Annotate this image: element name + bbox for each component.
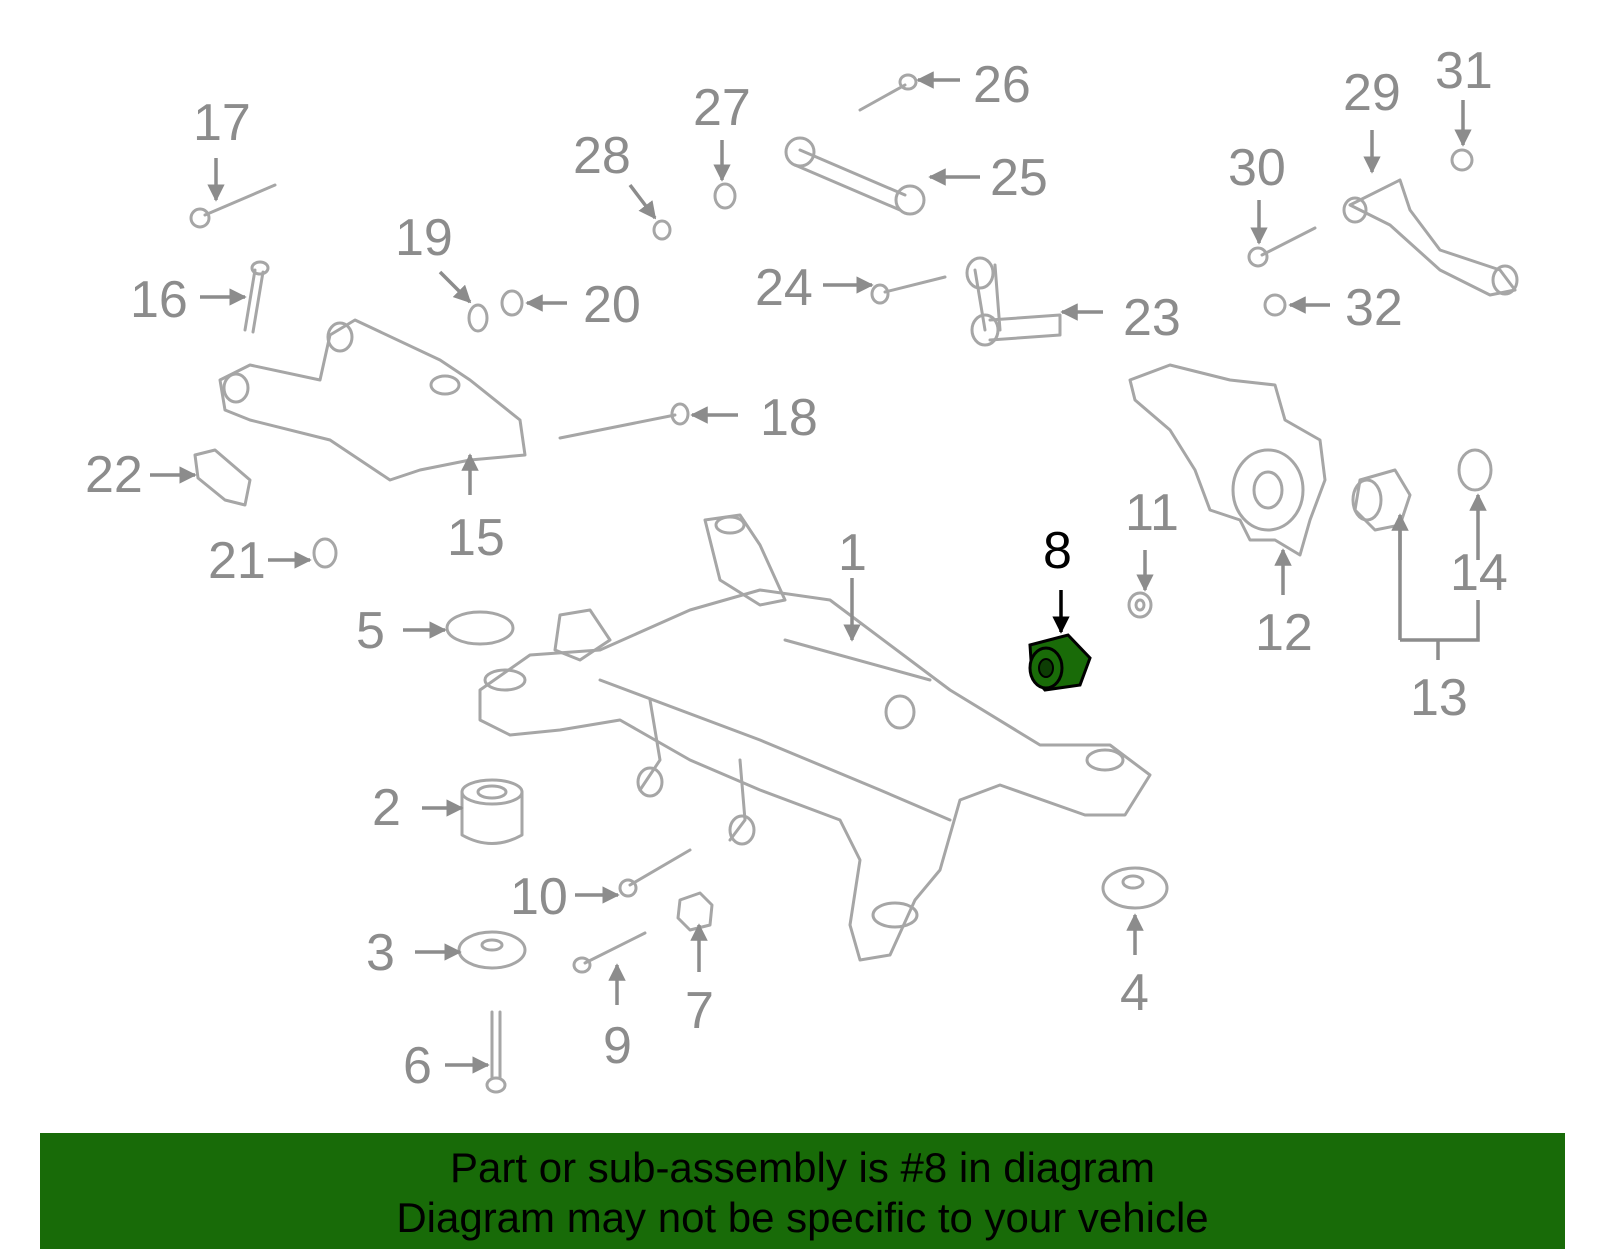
nut-part-31 [1450, 148, 1474, 172]
bolt-part-24 [870, 275, 947, 305]
bolt-part-16 [243, 260, 270, 334]
callout-labels: 1 2 3 4 5 6 7 8 9 10 11 12 13 14 15 16 1… [85, 42, 1508, 1095]
callout-32: 32 [1345, 279, 1403, 337]
callout-22: 22 [85, 446, 143, 504]
callout-3: 3 [366, 924, 395, 982]
bolt-part-26 [858, 73, 918, 112]
callout-29: 29 [1343, 64, 1401, 122]
callout-14: 14 [1450, 544, 1508, 602]
callout-28: 28 [573, 127, 631, 185]
callout-6: 6 [403, 1037, 432, 1095]
bushing-part-2 [460, 778, 524, 845]
callout-13: 13 [1410, 669, 1468, 727]
callout-2: 2 [372, 779, 401, 837]
arm-part-29 [1342, 178, 1519, 297]
callout-12: 12 [1255, 604, 1313, 662]
nut-part-11 [1127, 591, 1153, 619]
link-part-25 [784, 136, 926, 216]
bolt-part-17 [189, 183, 277, 229]
callout-16: 16 [130, 271, 188, 329]
callout-18: 18 [760, 389, 818, 447]
callout-9: 9 [603, 1017, 632, 1075]
bushing-part-7 [676, 891, 714, 932]
bracket-part-22 [193, 448, 252, 507]
bolt-part-6 [485, 1010, 507, 1094]
callout-30: 30 [1228, 139, 1286, 197]
ring-part-14 [1457, 448, 1493, 492]
callout-15: 15 [447, 509, 505, 567]
nut-part-28 [652, 219, 672, 241]
link-part-23 [965, 256, 1062, 347]
callout-21: 21 [208, 532, 266, 590]
callout-arrows [150, 71, 1487, 1074]
callout-26: 26 [973, 56, 1031, 114]
callout-23: 23 [1123, 289, 1181, 347]
washer-part-4 [1101, 866, 1169, 910]
parts-diagram: 1 2 3 4 5 6 7 8 9 10 11 12 13 14 15 16 1… [85, 42, 1519, 1095]
control-arm-part-15 [218, 318, 527, 482]
callout-31: 31 [1435, 42, 1493, 100]
callout-24: 24 [755, 259, 813, 317]
callout-19: 19 [395, 209, 453, 267]
callout-20: 20 [583, 276, 641, 334]
callout-8: 8 [1043, 522, 1072, 580]
nut-part-20 [500, 289, 524, 317]
banner-line-1: Part or sub-assembly is #8 in diagram [450, 1144, 1155, 1191]
callout-25: 25 [990, 149, 1048, 207]
callout-17: 17 [193, 94, 251, 152]
nut-part-21 [312, 537, 338, 569]
callout-1: 1 [838, 524, 867, 582]
banner-line-2: Diagram may not be specific to your vehi… [396, 1194, 1209, 1241]
subframe-part-1 [478, 513, 1152, 962]
callout-4: 4 [1120, 964, 1149, 1022]
callout-7: 7 [685, 982, 714, 1040]
bolt-part-9 [572, 931, 647, 974]
bushing-part-8-highlighted [1028, 633, 1092, 692]
bolt-part-18 [558, 402, 690, 440]
callout-11: 11 [1125, 484, 1179, 542]
callout-5: 5 [356, 602, 385, 660]
knuckle-part-12 [1128, 363, 1327, 557]
callout-27: 27 [693, 79, 751, 137]
info-banner: Part or sub-assembly is #8 in diagram Di… [40, 1133, 1565, 1249]
washer-part-5 [445, 610, 515, 646]
ring-part-27 [713, 182, 737, 210]
nut-part-32 [1263, 293, 1287, 317]
washer-part-19 [467, 303, 489, 333]
callout-10: 10 [510, 868, 568, 926]
washer-part-3 [457, 930, 527, 970]
bolt-part-30 [1247, 226, 1317, 268]
bolt-part-10 [618, 848, 692, 898]
